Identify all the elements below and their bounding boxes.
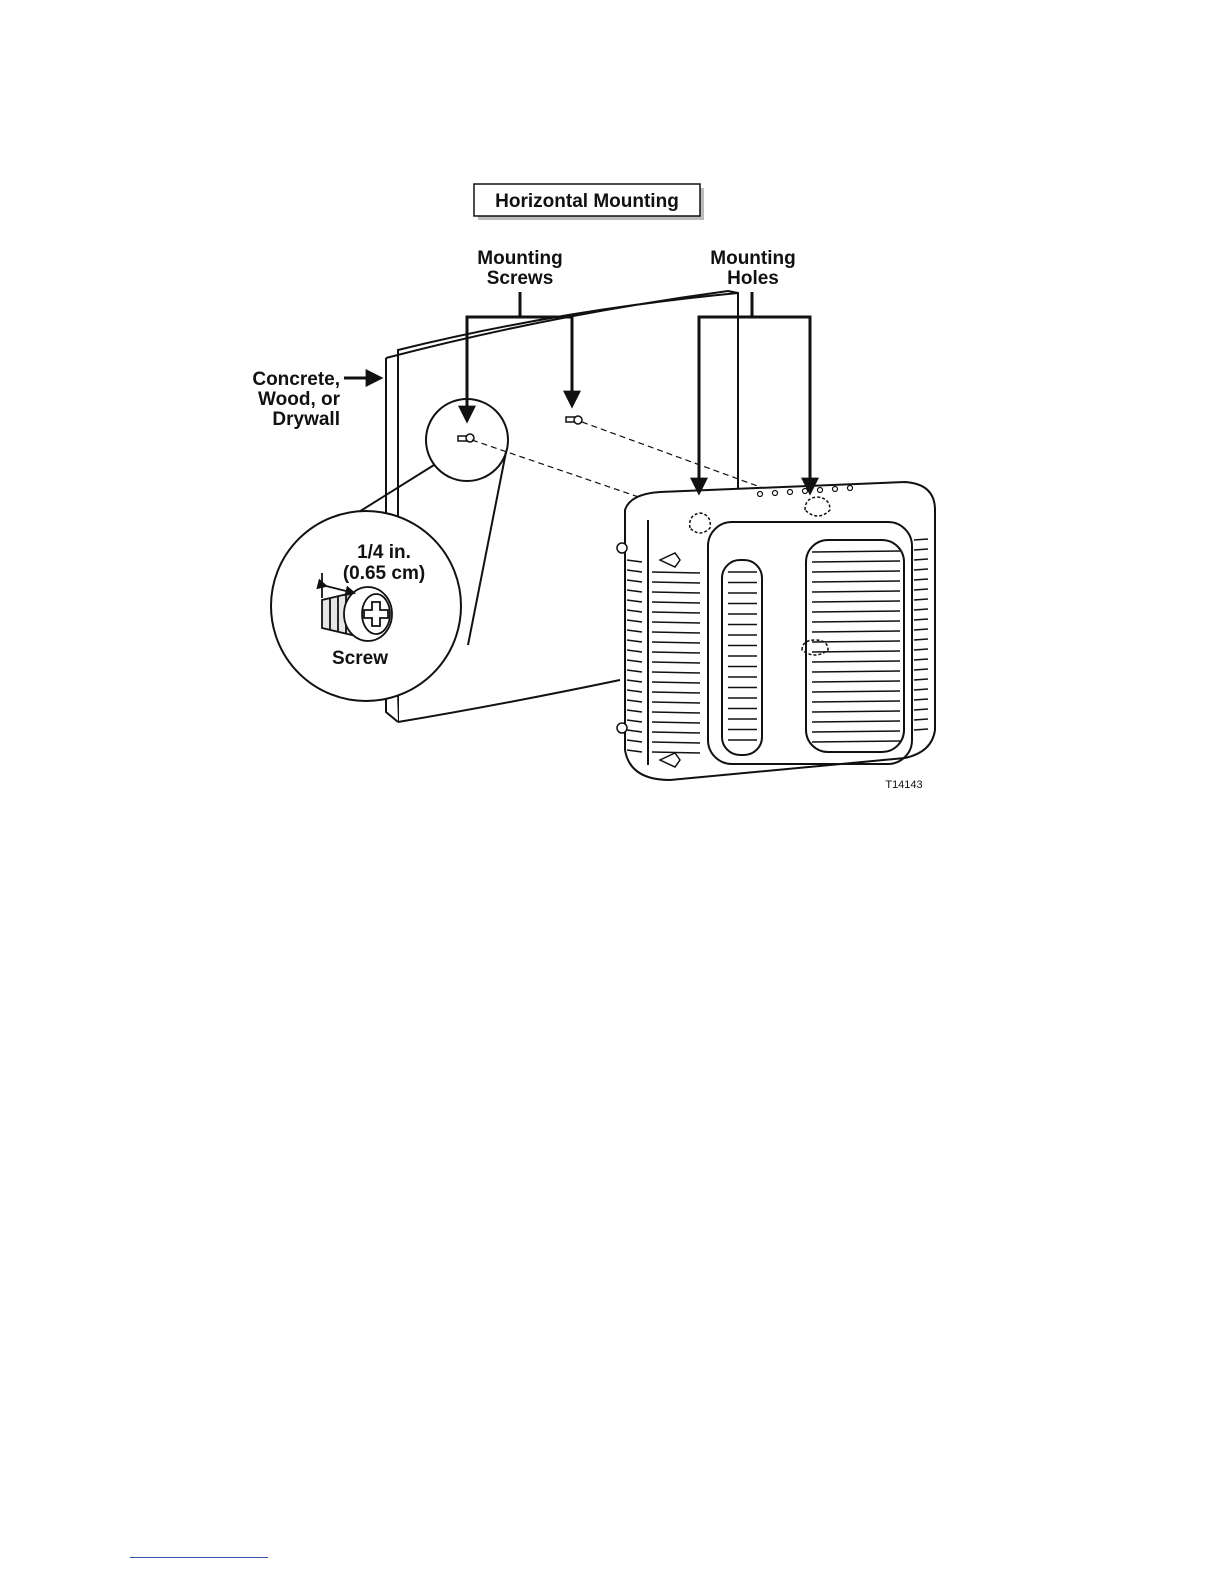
vent-slot (914, 589, 928, 590)
vent-slot (652, 682, 700, 683)
status-led-dot (788, 490, 793, 495)
figure-title: Horizontal Mounting (495, 191, 679, 212)
mounting-holes-label-line2: Holes (727, 268, 779, 289)
surface-label-line1: Concrete, (252, 369, 340, 390)
vent-slot (652, 592, 700, 593)
vent-slot (652, 732, 700, 733)
vent-slot (914, 619, 928, 620)
vent-slot (812, 591, 900, 592)
vent-slot (812, 741, 900, 742)
vent-slot (812, 561, 900, 562)
vent-slot (914, 709, 928, 710)
vent-slot (652, 742, 700, 743)
vent-slot (914, 729, 928, 730)
vent-slot (914, 599, 928, 600)
footer-rule (130, 1557, 268, 1558)
status-led-dot (758, 492, 763, 497)
vent-slot (914, 569, 928, 570)
vent-slot (652, 752, 700, 753)
vent-slot (914, 539, 928, 540)
vent-slot (914, 679, 928, 680)
vent-slot (914, 689, 928, 690)
vent-slot (652, 642, 700, 643)
vent-slot (914, 579, 928, 580)
vent-slot (652, 722, 700, 723)
vent-slot (914, 559, 928, 560)
vent-slot (812, 671, 900, 672)
status-led-dot (773, 491, 778, 496)
vent-slot (914, 719, 928, 720)
mounting-holes-label-line1: Mounting (710, 248, 795, 269)
vent-slot (812, 641, 900, 642)
vent-slot (812, 631, 900, 632)
dimension-label-line1: 1/4 in. (357, 542, 411, 563)
status-led-dot (803, 489, 808, 494)
vent-slot (652, 672, 700, 673)
dimension-label-line2: (0.65 cm) (343, 563, 425, 584)
vent-slot (652, 692, 700, 693)
vent-slot (652, 572, 700, 573)
vent-slot (812, 711, 900, 712)
vent-slot (812, 681, 900, 682)
vent-slot (652, 632, 700, 633)
vent-slot (914, 629, 928, 630)
vent-slot (812, 601, 900, 602)
vent-slot (812, 581, 900, 582)
vent-slot (914, 699, 928, 700)
surface-label-line2: Wood, or (258, 389, 341, 410)
surface-label-line3: Drywall (272, 409, 340, 430)
status-led-dot (833, 487, 838, 492)
vent-slot (914, 549, 928, 550)
vent-slot (812, 571, 900, 572)
title-box: Horizontal Mounting (474, 184, 704, 220)
status-led-dot (848, 486, 853, 491)
vent-slot (914, 639, 928, 640)
vent-slot (652, 652, 700, 653)
vent-slot (812, 551, 900, 552)
vent-slot (652, 612, 700, 613)
vent-slot (812, 691, 900, 692)
vent-slot (652, 662, 700, 663)
mounting-screws-label-line2: Screws (487, 268, 554, 289)
vent-slot (914, 649, 928, 650)
vent-slot (652, 622, 700, 623)
vent-slot (914, 659, 928, 660)
screw-label: Screw (332, 648, 388, 669)
vent-slot (652, 582, 700, 583)
vent-slot (812, 701, 900, 702)
vent-slot (914, 669, 928, 670)
mounting-screws-label-line1: Mounting (477, 248, 562, 269)
vent-slot (812, 731, 900, 732)
vent-slot (652, 712, 700, 713)
vent-slot (652, 702, 700, 703)
status-led-dot (818, 488, 823, 493)
vent-slot (652, 602, 700, 603)
vent-slot (812, 621, 900, 622)
vent-slot (812, 611, 900, 612)
vent-slot (914, 609, 928, 610)
vent-slot (812, 721, 900, 722)
figure-code: T14143 (885, 779, 922, 791)
vent-slot (812, 661, 900, 662)
